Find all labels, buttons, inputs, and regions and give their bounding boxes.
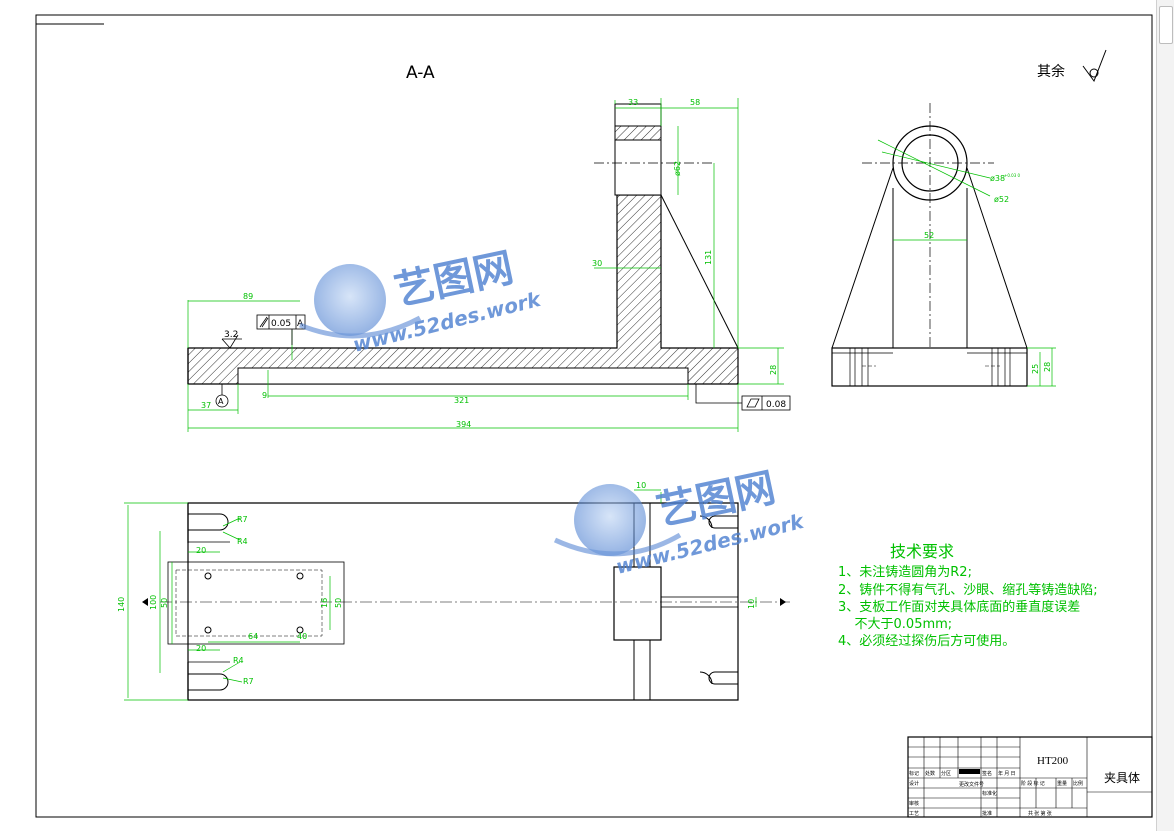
datum-circle — [215, 394, 229, 408]
dim-50: 50 — [160, 598, 169, 608]
title-block: HT200 夹具体 标记 处数 分区 更改文件号 签名 年 月 日 设计 审核 … — [907, 736, 1153, 818]
section-view: 33 58 ø62 131 30 89 28 37 9 321 394 0.05… — [187, 98, 791, 432]
dim-58: 58 — [690, 98, 700, 107]
datum-label: A — [218, 397, 224, 406]
section-title: A-A — [406, 63, 435, 83]
bore-outer-circle — [892, 125, 968, 201]
tech-note-5: 4、必须经过探伤后方可使用。 — [838, 633, 1015, 649]
tb-role-approve: 批准 — [982, 810, 992, 817]
flatness-frame: 0.08 — [695, 384, 791, 411]
vertical-scrollbar[interactable] — [1156, 0, 1174, 831]
rib-line — [660, 194, 739, 349]
dim-37: 37 — [201, 401, 211, 410]
dim-38-tol: +0.03 0 — [1004, 173, 1021, 178]
hole-icon — [296, 626, 304, 634]
dim-28b: 28 — [1043, 362, 1052, 372]
dim-r4a: R4 — [237, 537, 248, 546]
tb-scale: 比例 — [1073, 780, 1083, 787]
tb-header-4: 更改文件号 — [959, 781, 984, 788]
dim-321: 321 — [454, 396, 469, 405]
tb-role-design: 设计 — [909, 780, 919, 787]
general-roughness: 其余 — [1037, 49, 1107, 83]
watermark-globe-icon — [314, 264, 386, 336]
material: HT200 — [1037, 755, 1069, 767]
hole-icon — [204, 572, 212, 580]
svg-text:0.05: 0.05 — [271, 319, 291, 329]
tb-role-review: 审核 — [909, 800, 919, 807]
svg-text:0.08: 0.08 — [766, 400, 786, 410]
scrollbar-thumb[interactable] — [1159, 6, 1173, 44]
hole-icon — [204, 626, 212, 634]
dim-30: 30 — [592, 259, 602, 268]
dim-394: 394 — [456, 420, 471, 429]
dim-89: 89 — [243, 292, 253, 301]
dim-25: 25 — [1031, 364, 1040, 374]
bore-top — [614, 125, 662, 141]
outer-frame — [35, 14, 1153, 818]
dim-38: ø38 — [990, 174, 1005, 183]
tb-stage: 阶 段 标 记 — [1021, 780, 1045, 787]
dim-10a: 10 — [636, 481, 646, 490]
watermark-globe-icon — [574, 484, 646, 556]
base-block — [831, 347, 1028, 387]
roughness-value: 3.2 — [224, 330, 238, 340]
roughness-note: 其余 — [1037, 63, 1065, 80]
dim-33: 33 — [628, 98, 638, 107]
tech-note-3: 3、支板工作面对夹具体底面的垂直度误差 — [838, 599, 1080, 615]
tb-header-2: 处数 — [925, 770, 935, 777]
roughness-symbol-icon — [1082, 49, 1107, 83]
tb-role-process: 工艺 — [909, 811, 919, 817]
tech-note-4: 不大于0.05mm; — [838, 617, 952, 632]
hole-icon — [296, 572, 304, 580]
perpendicular-icon — [259, 316, 269, 328]
dim-52c: ø52 — [994, 195, 1009, 204]
dim-28: 28 — [769, 365, 778, 375]
dim-40: 40 — [297, 632, 307, 641]
dim-100: 100 — [149, 595, 158, 610]
dim-10b: 10 — [747, 599, 756, 609]
watermark: 艺图网 www.52des.work — [553, 465, 807, 579]
tb-sheet: 共 张 第 张 — [1028, 810, 1052, 817]
dim-r7b: R7 — [243, 677, 254, 686]
dim-140: 140 — [117, 597, 126, 612]
side-view: ø38 +0.03 0 ø52 52 25 28 — [831, 103, 1056, 387]
tb-header-6: 年 月 日 — [998, 770, 1016, 777]
plate-outline — [187, 502, 739, 701]
flatness-icon — [746, 398, 760, 408]
dim-52: 52 — [924, 231, 934, 240]
dim-16: 16 — [320, 598, 329, 608]
tech-title: 技术要求 — [890, 542, 954, 561]
bore-inner-circle — [901, 134, 959, 192]
dim-64: 64 — [248, 632, 258, 641]
watermark: 艺图网 www.52des.work — [299, 245, 544, 357]
perpendicularity-frame: 0.05 A — [256, 314, 306, 345]
tb-weight: 重量 — [1057, 780, 1067, 787]
dim-131: 131 — [704, 250, 713, 265]
tb-header-1: 标记 — [909, 770, 919, 777]
dim-9: 9 — [262, 391, 267, 400]
technical-requirements: 技术要求 1、未注铸造圆角为R2; 2、铸件不得有气孔、沙眼、缩孔等铸造缺陷; … — [838, 542, 1098, 649]
tb-header-5: 签名 — [982, 770, 992, 777]
top-view: R7 R4 20 140 100 50 64 16 50 40 20 R4 R7… — [117, 481, 790, 701]
part-name: 夹具体 — [1104, 771, 1140, 785]
tb-role-standard: 标准化 — [982, 790, 997, 797]
dim-r4b: R4 — [233, 656, 244, 665]
tech-note-1: 1、未注铸造圆角为R2; — [838, 564, 972, 580]
dim-20a: 20 — [196, 546, 206, 555]
dim-20b: 20 — [196, 644, 206, 653]
dim-62: ø62 — [673, 161, 682, 176]
dim-r7a: R7 — [237, 515, 248, 524]
roughness-mark-icon — [221, 334, 242, 349]
tech-note-2: 2、铸件不得有气孔、沙眼、缩孔等铸造缺陷; — [838, 582, 1098, 598]
dim-50b: 50 — [334, 598, 343, 608]
tb-header-3: 分区 — [941, 770, 951, 777]
